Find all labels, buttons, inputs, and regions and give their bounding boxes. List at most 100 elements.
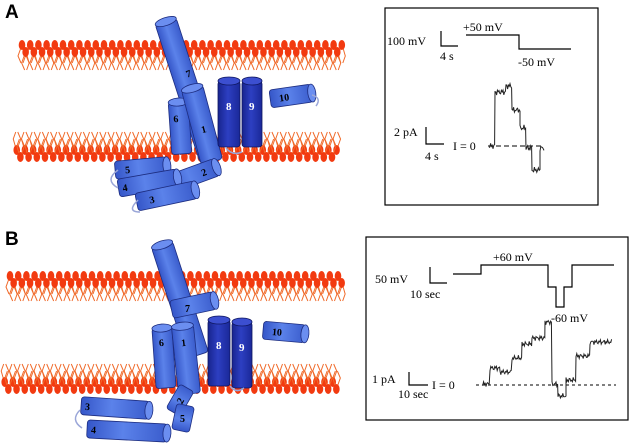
- lipid: [328, 138, 337, 163]
- lipid: [53, 46, 63, 71]
- lipid: [319, 138, 329, 163]
- lipid: [37, 46, 47, 71]
- lipid: [57, 138, 66, 163]
- lipid: [123, 138, 132, 163]
- inset-b-step-high: +60 mV: [493, 250, 533, 264]
- lipid: [143, 370, 153, 395]
- lipid: [65, 138, 75, 163]
- lipid: [324, 46, 334, 71]
- channel-model-a: 7 6 1 8 9 10: [110, 16, 319, 213]
- lipid: [144, 46, 153, 71]
- helix-6-b-label: 6: [159, 338, 165, 349]
- lipid: [222, 277, 231, 302]
- helix-9-b: 9: [231, 317, 253, 389]
- lipid: [275, 46, 284, 71]
- lipid: [74, 277, 84, 302]
- lipid: [291, 46, 301, 71]
- lipid: [287, 277, 297, 302]
- lipid: [111, 46, 120, 71]
- inset-a-current-trace: [488, 81, 545, 174]
- lipid: [29, 46, 38, 71]
- lipid: [86, 46, 96, 71]
- inset-b: 50 mV 10 sec +60 mV -60 mV 1 pA 10 sec I…: [365, 236, 629, 421]
- lipid: [148, 277, 158, 302]
- lipid: [291, 370, 300, 395]
- lipid: [299, 46, 309, 71]
- inset-a-current-scale: 2 pA: [394, 125, 418, 139]
- inset-a-zero-label: I = 0: [453, 139, 476, 153]
- helix-1-a-label: 1: [200, 124, 208, 136]
- lipid: [209, 46, 219, 71]
- lipid: [58, 277, 67, 302]
- lipid: [90, 138, 99, 163]
- lipid: [250, 46, 260, 71]
- lipid: [246, 277, 256, 302]
- lipid: [266, 370, 276, 395]
- panel-a-label: A: [5, 2, 19, 23]
- inset-b-step-low: -60 mV: [551, 311, 588, 325]
- lipid: [107, 277, 117, 302]
- lipid: [312, 277, 322, 302]
- helix-3-a: 3: [134, 180, 201, 211]
- lipid: [308, 46, 317, 71]
- lipid: [127, 46, 137, 71]
- helix-8-b-label: 8: [216, 340, 222, 352]
- lipid: [258, 370, 268, 395]
- lipid: [50, 277, 59, 302]
- lipid: [304, 277, 313, 302]
- helix-8-a-label: 8: [226, 101, 232, 113]
- lipid: [12, 131, 22, 156]
- lipid: [33, 277, 43, 302]
- helix-4-a: 4: [116, 168, 183, 197]
- lipid: [242, 46, 252, 71]
- lipid: [135, 46, 145, 71]
- lipid: [45, 46, 55, 71]
- lipid: [287, 138, 296, 163]
- helix-9-a: 9: [241, 76, 263, 148]
- lipid: [226, 46, 235, 71]
- lipid: [61, 370, 71, 395]
- lipid: [303, 138, 312, 163]
- lipid: [82, 277, 92, 302]
- lipid: [91, 277, 100, 302]
- inset-a-step-high: +50 mV: [463, 20, 503, 34]
- lipid: [320, 277, 330, 302]
- lipid: [102, 370, 112, 395]
- helix-10-a: 10: [268, 83, 317, 108]
- lipid: [263, 277, 272, 302]
- lipid: [66, 277, 76, 302]
- lipid: [62, 46, 71, 71]
- helix-7-a-label: 7: [185, 69, 193, 81]
- inset-b-current-time: 10 sec: [398, 387, 428, 401]
- lipid: [270, 138, 280, 163]
- lipid: [307, 370, 317, 395]
- lipid: [49, 138, 58, 163]
- helix-1-b-label: 1: [181, 338, 187, 349]
- lipid: [127, 370, 136, 395]
- lipid: [28, 370, 38, 395]
- lipid: [234, 46, 243, 71]
- lipid: [255, 277, 264, 302]
- lipid: [9, 277, 18, 302]
- lipid: [0, 363, 10, 388]
- lipid: [73, 138, 83, 163]
- lipid: [25, 277, 35, 302]
- lipid: [119, 370, 128, 395]
- lipid: [20, 370, 30, 395]
- lipid: [295, 138, 304, 163]
- lipid: [119, 46, 129, 71]
- inset-b-current-scale: 1 pA: [372, 372, 396, 386]
- lipid: [37, 370, 46, 395]
- lipid: [78, 46, 88, 71]
- inset-b-voltage-scale: 50 mV: [375, 272, 408, 286]
- lipid: [328, 277, 338, 302]
- helix-5-b-label: 5: [180, 414, 185, 425]
- lipid: [324, 370, 333, 395]
- lipid: [16, 138, 25, 163]
- lipid: [279, 277, 289, 302]
- lipid: [12, 370, 22, 395]
- lipid: [106, 138, 116, 163]
- helix-10-a-label: 10: [279, 92, 290, 104]
- helix-7-b-label-main: 7: [185, 304, 190, 315]
- lipid: [230, 277, 240, 302]
